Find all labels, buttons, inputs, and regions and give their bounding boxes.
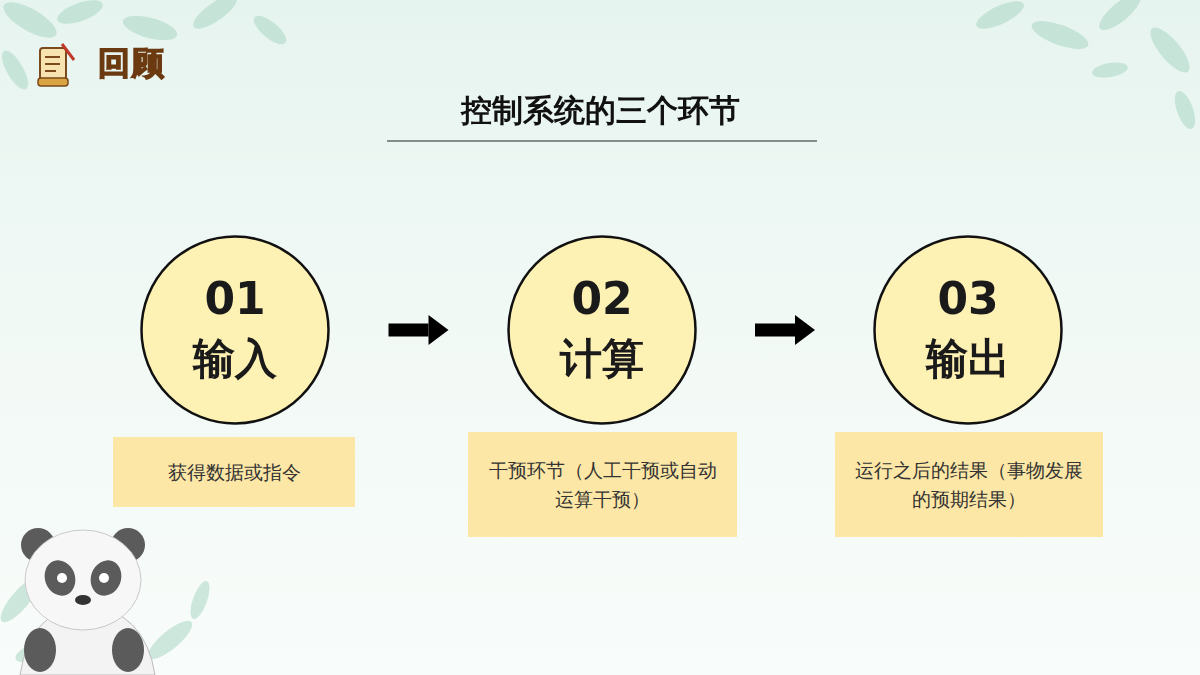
circle-outline bbox=[507, 235, 697, 425]
flow-arrow bbox=[389, 315, 449, 345]
section-tag: 回顾 bbox=[98, 44, 166, 82]
description-text: 干预环节（人工干预或自动运算干预） bbox=[482, 456, 723, 513]
description-box: 获得数据或指令 bbox=[113, 437, 355, 507]
circle-shape bbox=[509, 237, 696, 424]
circle-outline bbox=[873, 235, 1063, 425]
step-name: 输入 bbox=[193, 333, 277, 386]
arrow-head bbox=[795, 315, 815, 345]
description-box: 干预环节（人工干预或自动运算干预） bbox=[468, 432, 737, 537]
description-text: 获得数据或指令 bbox=[168, 458, 301, 487]
step-circle: 03 输出 bbox=[873, 235, 1063, 425]
panda bbox=[20, 528, 155, 675]
step-number: 03 bbox=[937, 274, 998, 325]
scroll-icon bbox=[38, 44, 74, 86]
arrow-shaft bbox=[755, 324, 795, 337]
circle-outline bbox=[140, 235, 330, 425]
arrow-shaft bbox=[389, 324, 429, 337]
step-name: 计算 bbox=[560, 333, 644, 386]
description-box: 运行之后的结果（事物发展的预期结果） bbox=[835, 432, 1103, 537]
title-underline bbox=[387, 140, 817, 141]
step-name: 输出 bbox=[926, 333, 1010, 386]
step-circle: 01 输入 bbox=[140, 235, 330, 425]
slide-title: 控制系统的三个环节 bbox=[300, 92, 900, 129]
arrow-head bbox=[429, 315, 449, 345]
flow-arrow bbox=[755, 315, 815, 345]
step-number: 01 bbox=[204, 274, 265, 325]
step-number: 02 bbox=[571, 274, 632, 325]
circle-shape bbox=[875, 237, 1062, 424]
description-text: 运行之后的结果（事物发展的预期结果） bbox=[849, 456, 1089, 513]
circle-shape bbox=[142, 237, 329, 424]
step-circle: 02 计算 bbox=[507, 235, 697, 425]
